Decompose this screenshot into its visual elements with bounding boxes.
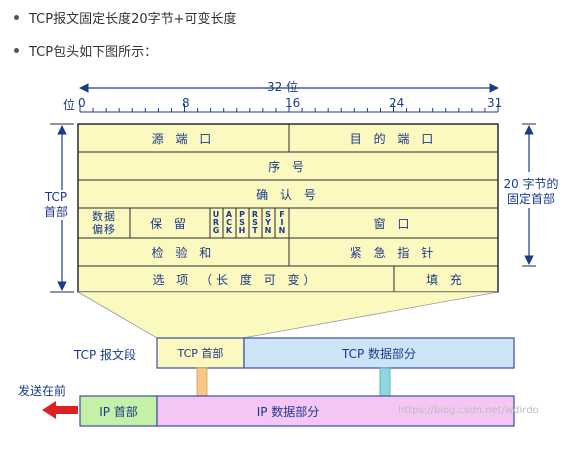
ip-data-block-label: IP 数据部分 (256, 404, 320, 419)
tcp-data-block-label: TCP 数据部分 (341, 346, 417, 361)
tcp-header-side-label-line1: TCP (44, 190, 68, 204)
bullet-item-1: TCP报文固定长度20字节+可变长度 (14, 8, 237, 27)
ruler-ticks (79, 104, 499, 112)
fixed-header-side-label-line1: 20 字节的 (503, 177, 559, 191)
ip-data-block (156, 395, 515, 427)
send-first-label: 发送在前 (18, 384, 67, 398)
header-projection (76, 291, 499, 339)
field-sequence-number: 序 号 (268, 159, 308, 174)
header-grid (78, 124, 498, 292)
watermark: https://blog.csdn.net/wdirdo (398, 405, 539, 416)
bullet-dot (14, 48, 19, 53)
bullet-text-2: TCP包头如下图所示： (29, 45, 158, 60)
fixed-header-side-label-line2: 固定首部 (506, 192, 555, 206)
tcp-data-block (243, 337, 515, 369)
field-reserved: 保 留 (150, 216, 190, 231)
field-urgent-pointer: 紧 急 指 针 (349, 245, 438, 260)
bullet-dot (14, 15, 19, 20)
field-checksum: 检 验 和 (151, 245, 216, 260)
tcp-header-side-label: TCP 首部 (44, 190, 69, 220)
ip-header-block-label: IP 首部 (99, 404, 138, 419)
bit-tick-8: 8 (182, 96, 190, 110)
tcp-segment-label: TCP 报文段 (74, 348, 137, 362)
field-data-offset-line2: 偏移 (92, 223, 116, 236)
field-window: 窗 口 (373, 216, 414, 231)
field-data-offset-line1: 数据 (92, 210, 116, 223)
bit-label: 位 (63, 98, 76, 112)
field-source-port: 源 端 口 (151, 131, 216, 146)
field-options: 选 项 （长 度 可 变） (152, 272, 320, 287)
bullet-item-2: TCP包头如下图所示： (14, 41, 157, 60)
fixed-header-side-label: 20 字节的 固定首部 (503, 177, 559, 207)
field-destination-port: 目 的 端 口 (349, 131, 438, 146)
field-ack-number: 确 认 号 (256, 187, 320, 202)
field-data-offset: 数据 偏移 (78, 208, 130, 238)
send-first-arrow (42, 401, 78, 419)
bit-tick-24: 24 (389, 96, 405, 110)
bullet-text-1: TCP报文固定长度20字节+可变长度 (29, 12, 237, 27)
field-padding: 填 充 (426, 272, 466, 287)
tcp-header-side-label-line2: 首部 (44, 205, 69, 219)
tcp-header-block-label: TCP 首部 (177, 347, 224, 360)
bit-tick-0: 0 (78, 96, 86, 110)
